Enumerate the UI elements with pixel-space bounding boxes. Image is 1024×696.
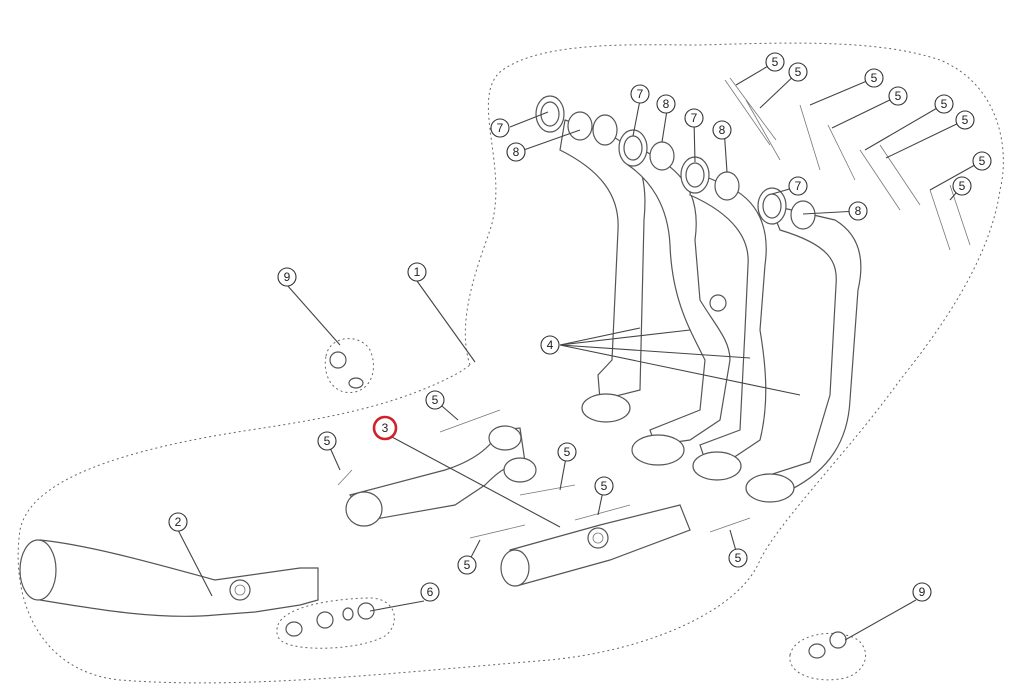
callout-3-highlighted: 3 xyxy=(372,415,398,441)
callout-2-label: 2 xyxy=(175,515,182,529)
callout-5-a-label: 5 xyxy=(772,55,779,69)
callout-9-bottom-label: 9 xyxy=(919,585,926,599)
callout-5-h-label: 5 xyxy=(959,179,966,193)
collector-pipe xyxy=(500,504,691,587)
callout-1: 1 xyxy=(407,262,427,282)
kit-outline-6 xyxy=(276,597,395,649)
callout-5-n: 5 xyxy=(728,548,748,568)
callout-5-i-label: 5 xyxy=(432,393,439,407)
callout-5-d: 5 xyxy=(888,86,908,106)
callout-7-a-label: 7 xyxy=(497,121,504,135)
callout-5-c: 5 xyxy=(864,68,884,88)
callout-8-d-label: 8 xyxy=(855,204,862,218)
callout-5-f: 5 xyxy=(955,110,975,130)
callout-5-g-label: 5 xyxy=(979,154,986,168)
callout-5-m-label: 5 xyxy=(464,558,471,572)
hardware-9b xyxy=(808,631,847,659)
callout-9-bottom: 9 xyxy=(912,582,932,602)
callout-8-a-label: 8 xyxy=(513,145,520,159)
callout-7-d-label: 7 xyxy=(795,179,802,193)
callout-7-b-label: 7 xyxy=(637,87,644,101)
mid-pipe-2 xyxy=(19,539,319,617)
callout-1-label: 1 xyxy=(414,265,421,279)
leader-lines xyxy=(177,61,983,641)
callout-9-top-label: 9 xyxy=(284,270,291,284)
callout-5-h: 5 xyxy=(952,176,972,196)
header-pipe-1 xyxy=(535,95,646,423)
callout-5-j-label: 5 xyxy=(324,434,331,448)
callout-5-c-label: 5 xyxy=(871,71,878,85)
callout-5-l: 5 xyxy=(594,476,614,496)
callout-7-a: 7 xyxy=(490,118,510,138)
link-pipe-3 xyxy=(345,425,537,527)
callout-5-a: 5 xyxy=(765,52,785,72)
callout-3-highlight-ring xyxy=(372,415,398,441)
callout-6-label: 6 xyxy=(427,585,434,599)
callout-5-e-label: 5 xyxy=(941,97,948,111)
callout-7-d: 7 xyxy=(788,176,808,196)
callout-9-top: 9 xyxy=(277,267,297,287)
callout-5-b: 5 xyxy=(788,62,808,82)
callout-8-c-label: 8 xyxy=(719,123,726,137)
callout-5-i: 5 xyxy=(425,390,445,410)
callout-5-j: 5 xyxy=(317,431,337,451)
callout-5-m: 5 xyxy=(457,555,477,575)
kit-outline-9b xyxy=(789,632,867,681)
callout-5-k-label: 5 xyxy=(564,445,571,459)
callout-4: 4 xyxy=(540,335,560,355)
springs xyxy=(337,77,971,539)
callout-5-d-label: 5 xyxy=(895,89,902,103)
callout-7-b: 7 xyxy=(630,84,650,104)
callout-7-c: 7 xyxy=(684,108,704,128)
callout-3-label: 3 xyxy=(382,421,389,435)
callout-8-b: 8 xyxy=(656,94,676,114)
callout-8-d: 8 xyxy=(848,201,868,221)
assembly-outline xyxy=(17,42,1004,684)
callout-5-e: 5 xyxy=(934,94,954,114)
hardware-9a xyxy=(329,351,364,389)
callout-4-label: 4 xyxy=(547,338,554,352)
hardware-6 xyxy=(285,602,375,637)
callout-7-c-label: 7 xyxy=(691,111,698,125)
callout-2: 2 xyxy=(168,512,188,532)
callout-5-g: 5 xyxy=(972,151,992,171)
callout-8-a: 8 xyxy=(506,142,526,162)
callout-8-c: 8 xyxy=(712,120,732,140)
gasket-set xyxy=(540,101,816,230)
callout-6: 6 xyxy=(420,582,440,602)
callout-5-k: 5 xyxy=(557,442,577,462)
callout-5-b-label: 5 xyxy=(795,65,802,79)
callout-5-l-label: 5 xyxy=(601,479,608,493)
callout-5-f-label: 5 xyxy=(962,113,969,127)
callout-8-b-label: 8 xyxy=(663,97,670,111)
callout-5-n-label: 5 xyxy=(735,551,742,565)
